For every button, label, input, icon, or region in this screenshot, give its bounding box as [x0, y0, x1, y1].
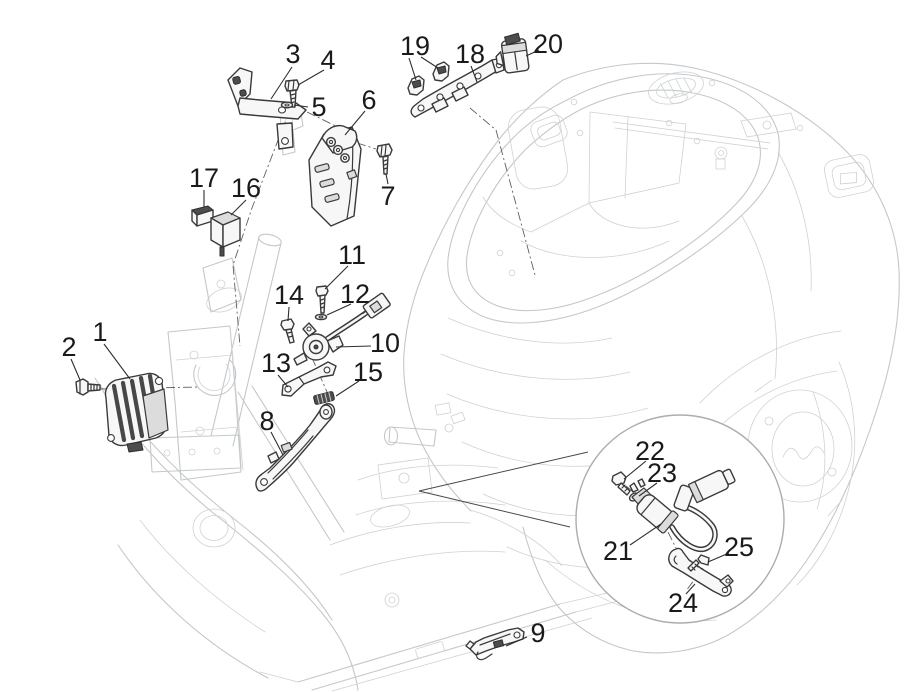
detail-circle: [575, 414, 785, 624]
callout-20-leader: [525, 49, 540, 57]
part-3-bracket: [227, 67, 307, 150]
callout-24-leader: [685, 583, 696, 595]
part-8-bracket: [255, 403, 336, 492]
callout-10-label: 10: [370, 328, 400, 358]
callout-18-label: 18: [455, 39, 485, 69]
vent-grille: [648, 71, 704, 105]
detail-parts: [611, 468, 736, 597]
callout-5-label: 5: [311, 92, 326, 122]
callout-25-label: 25: [724, 532, 754, 562]
callout-10-leader: [335, 345, 372, 348]
callout-4-leader: [297, 69, 325, 86]
floor-rails: [259, 589, 635, 692]
callout-8-label: 8: [259, 406, 274, 436]
callout-21-label: 21: [603, 536, 633, 566]
part-13-bracket: [281, 361, 337, 397]
callout-7-label: 7: [380, 181, 395, 211]
part-7-screw: [376, 143, 393, 175]
callout-13-label: 13: [261, 348, 291, 378]
callout-16-label: 16: [231, 173, 261, 203]
fuel-filler: [824, 154, 874, 198]
part-10-sensor: [293, 292, 391, 366]
part-15-ribbed-clip: [313, 391, 335, 405]
callout-24-label: 24: [668, 588, 698, 618]
detail-pointer-line-2: [418, 490, 571, 528]
callout-15-label: 15: [353, 357, 383, 387]
axis-coil-bracket: [667, 531, 677, 549]
callout-18-leader: [470, 65, 478, 83]
axis-ecu-screw7: [356, 142, 377, 150]
callout-23-label: 23: [647, 458, 677, 488]
axis-bracket3-frame: [232, 121, 286, 347]
callout-9-leader: [505, 636, 528, 647]
callout-7-leader: [385, 173, 389, 185]
callout-2-label: 2: [61, 332, 76, 362]
callout-19-leader-2: [420, 56, 439, 69]
callout-15-leader: [335, 380, 360, 397]
part-18-bracket: [410, 57, 505, 118]
callout-3-label: 3: [285, 39, 300, 69]
callout-12-label: 12: [340, 279, 370, 309]
sensor-connector: [362, 292, 391, 319]
part-12-washer: [314, 313, 328, 321]
part-21-ignition-coil: [629, 468, 736, 552]
axis-bracket18-body: [469, 107, 536, 276]
rear-body: [403, 62, 900, 654]
part-24-bracket: [668, 547, 734, 597]
callout-16-leader: [230, 199, 247, 216]
part-2-screw: [75, 378, 101, 396]
callout-4-label: 4: [320, 45, 335, 75]
part-6-ecu: [308, 124, 362, 227]
callout-2-leader: [70, 358, 81, 381]
callout-14-leader: [287, 306, 290, 322]
callout-3-leader: [270, 66, 293, 100]
part-9-bracket: [465, 627, 525, 661]
callout-22-leader: [623, 460, 647, 480]
part-17-relay-cap: [191, 205, 214, 227]
scooter-body-outline: [94, 62, 900, 692]
callout-9-label: 9: [530, 618, 545, 648]
callout-25-leader: [707, 552, 730, 563]
spark-plug-cap: [673, 468, 736, 512]
axis-sensor-group: [304, 341, 332, 402]
callout-14-label: 14: [274, 280, 304, 310]
callout-23-leader: [638, 482, 658, 497]
callout-6-label: 6: [361, 85, 376, 115]
callout-21-leader: [629, 523, 662, 546]
part-22-screw: [611, 471, 631, 496]
callout-17-label: 17: [189, 163, 219, 193]
callout-13-leader: [277, 374, 289, 388]
part-20-relay: [495, 32, 530, 74]
part-11-screw: [315, 285, 329, 314]
front-frame: [94, 106, 359, 691]
detail-pointer-line-1: [418, 451, 589, 492]
callout-8-leader: [270, 431, 284, 456]
detail-magnifier-circle: [575, 414, 785, 624]
callout-19-leader-1: [408, 57, 417, 81]
part-1-voltage-regulator: [104, 372, 169, 453]
callout-1-label: 1: [92, 317, 107, 347]
part-16-relay: [210, 211, 241, 257]
callout-20-label: 20: [533, 29, 563, 59]
callout-6-leader: [344, 110, 366, 136]
callout-19-label: 19: [400, 31, 430, 61]
main-parts: [75, 32, 536, 661]
callout-1-leader: [103, 343, 131, 380]
part-14-screw: [280, 318, 295, 344]
part-25-screw: [687, 554, 710, 572]
part-5-washer: [280, 101, 294, 109]
underseat-bucket: [447, 71, 804, 324]
detail-pointer-wedge: [418, 451, 589, 528]
callout-5-leader: [293, 104, 309, 108]
engine-area: [329, 402, 563, 576]
rim-rivets: [496, 79, 804, 277]
callout-11-label: 11: [338, 240, 366, 270]
callout-12-leader: [326, 303, 352, 316]
callout-11-leader: [324, 265, 349, 290]
callout-22-label: 22: [635, 436, 665, 466]
